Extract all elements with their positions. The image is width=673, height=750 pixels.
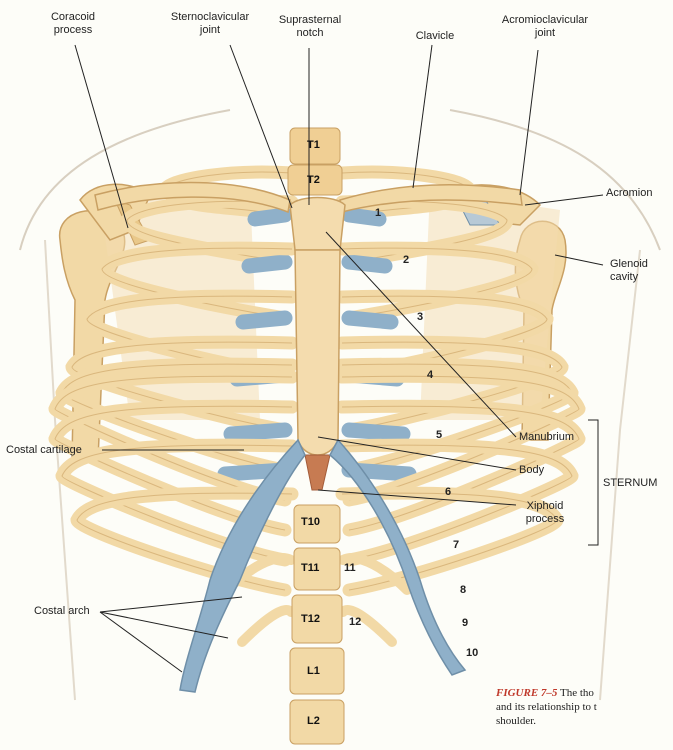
figure-number: FIGURE 7–5 (496, 687, 557, 699)
caption-line-2: and its relationship to t (496, 700, 673, 714)
costal-cartilage-5-right (349, 430, 403, 434)
leader-sternoclavicular (230, 45, 292, 208)
manubrium-bone (290, 198, 345, 251)
figure-caption: FIGURE 7–5 The tho and its relationship … (496, 686, 673, 728)
vertebra-label-t12: T12 (301, 613, 320, 625)
rib-number-7: 7 (453, 539, 459, 551)
rib-number-9: 9 (462, 617, 468, 629)
label-coracoid-process: Coracoid process (38, 11, 108, 37)
rib-number-3: 3 (417, 311, 423, 323)
label-body: Body (519, 464, 544, 477)
rib-number-1: 1 (375, 207, 381, 219)
label-sternum: STERNUM (603, 477, 657, 490)
vertebra-label-l2: L2 (307, 715, 320, 727)
label-sternoclavicular-joint: Sternoclavicular joint (160, 11, 260, 37)
rib-number-4: 4 (427, 369, 433, 381)
rib-number-8: 8 (460, 584, 466, 596)
label-xiphoid-process: Xiphoid process (510, 500, 580, 526)
rib-number-10: 10 (466, 647, 478, 659)
rib-number-5: 5 (436, 429, 442, 441)
label-suprasternal-notch: Suprasternal notch (270, 14, 350, 40)
rib-number-2: 2 (403, 254, 409, 266)
costal-cartilage-3-right (349, 318, 391, 322)
vertebra-label-l1: L1 (307, 665, 320, 677)
costal-cartilage-1-left (255, 215, 285, 219)
leader-acromioclavicular (520, 50, 538, 195)
label-acromion: Acromion (606, 187, 652, 200)
vertebra-label-t11: T11 (301, 562, 319, 574)
label-costal-cartilage: Costal cartilage (6, 444, 82, 457)
label-acromioclavicular-joint: Acromioclavicular joint (495, 14, 595, 40)
rib-number-12: 12 (349, 616, 361, 628)
leader-costal-arch-1 (100, 612, 182, 672)
costal-cartilage-3-left (243, 318, 285, 322)
label-glenoid-cavity: Glenoid cavity (610, 258, 648, 284)
vertebra-label-t10: T10 (301, 516, 320, 528)
vertebra-label-t2: T2 (307, 174, 320, 186)
sternum-body-bone (295, 250, 340, 455)
costal-cartilage-5-left (231, 430, 285, 434)
caption-line-3: shoulder. (496, 714, 673, 728)
label-costal-arch: Costal arch (34, 605, 90, 618)
vertebra-label-t1: T1 (307, 139, 320, 151)
rib-number-11: 11 (344, 562, 356, 574)
body-outline-right (600, 250, 640, 700)
rib-number-6: 6 (445, 486, 451, 498)
leader-clavicle (413, 45, 432, 188)
caption-line-1: The tho (560, 687, 594, 699)
leader-acromion (525, 195, 603, 205)
rib-12-left (242, 610, 291, 642)
label-clavicle: Clavicle (400, 30, 470, 43)
label-manubrium: Manubrium (519, 431, 574, 444)
costal-cartilage-2-left (249, 262, 285, 266)
xiphoid-bone (305, 455, 330, 490)
sternum-bracket (588, 420, 598, 545)
